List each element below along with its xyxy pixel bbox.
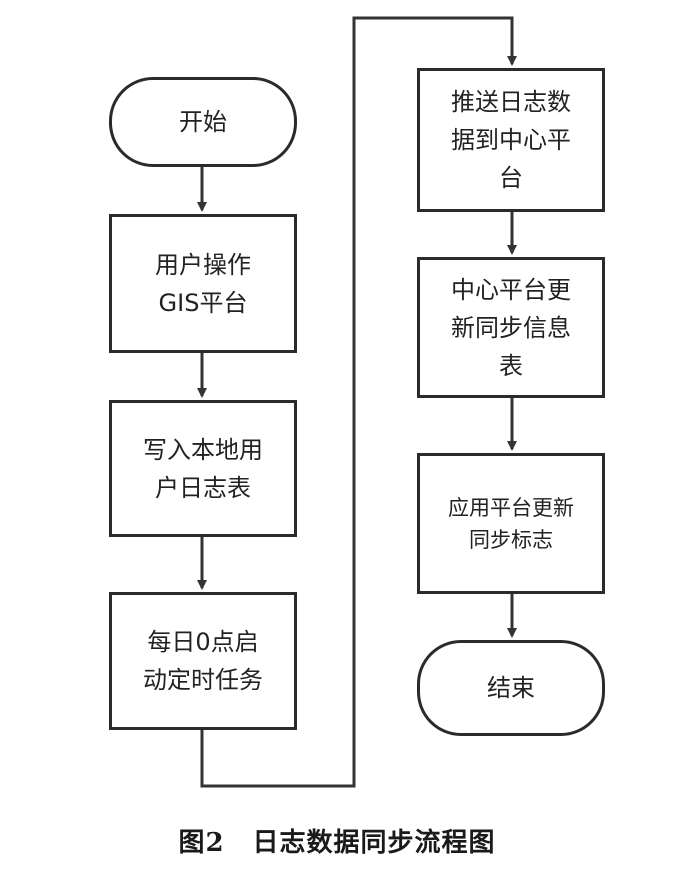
node-daily-timer-task: 每日0点启 动定时任务	[109, 592, 297, 730]
node-center-update-sync-table-label: 中心平台更 新同步信息 表	[451, 275, 571, 380]
node-write-local-log-label: 写入本地用 户日志表	[143, 435, 263, 502]
node-start-label: 开始	[179, 108, 227, 136]
node-daily-timer-task-label: 每日0点启 动定时任务	[143, 628, 263, 694]
node-end: 结束	[417, 640, 605, 736]
figure-title: 日志数据同步流程图	[252, 828, 496, 858]
node-push-log-to-center-label: 推送日志数 据到中心平 台	[451, 88, 571, 192]
node-user-operate-gis: 用户操作 GIS平台	[109, 214, 297, 353]
node-start: 开始	[109, 77, 297, 167]
arrow-timer-to-push	[200, 16, 517, 788]
node-write-local-log: 写入本地用 户日志表	[109, 400, 297, 537]
node-app-update-sync-flag-label: 应用平台更新 同步标志	[448, 495, 574, 552]
node-push-log-to-center: 推送日志数 据到中心平 台	[417, 68, 605, 212]
figure-number: 图2	[178, 828, 225, 858]
figure-caption: 图2 日志数据同步流程图	[0, 822, 674, 859]
node-user-operate-gis-label: 用户操作 GIS平台	[155, 250, 251, 317]
node-app-update-sync-flag: 应用平台更新 同步标志	[417, 453, 605, 594]
node-center-update-sync-table: 中心平台更 新同步信息 表	[417, 257, 605, 398]
node-end-label: 结束	[487, 674, 535, 702]
